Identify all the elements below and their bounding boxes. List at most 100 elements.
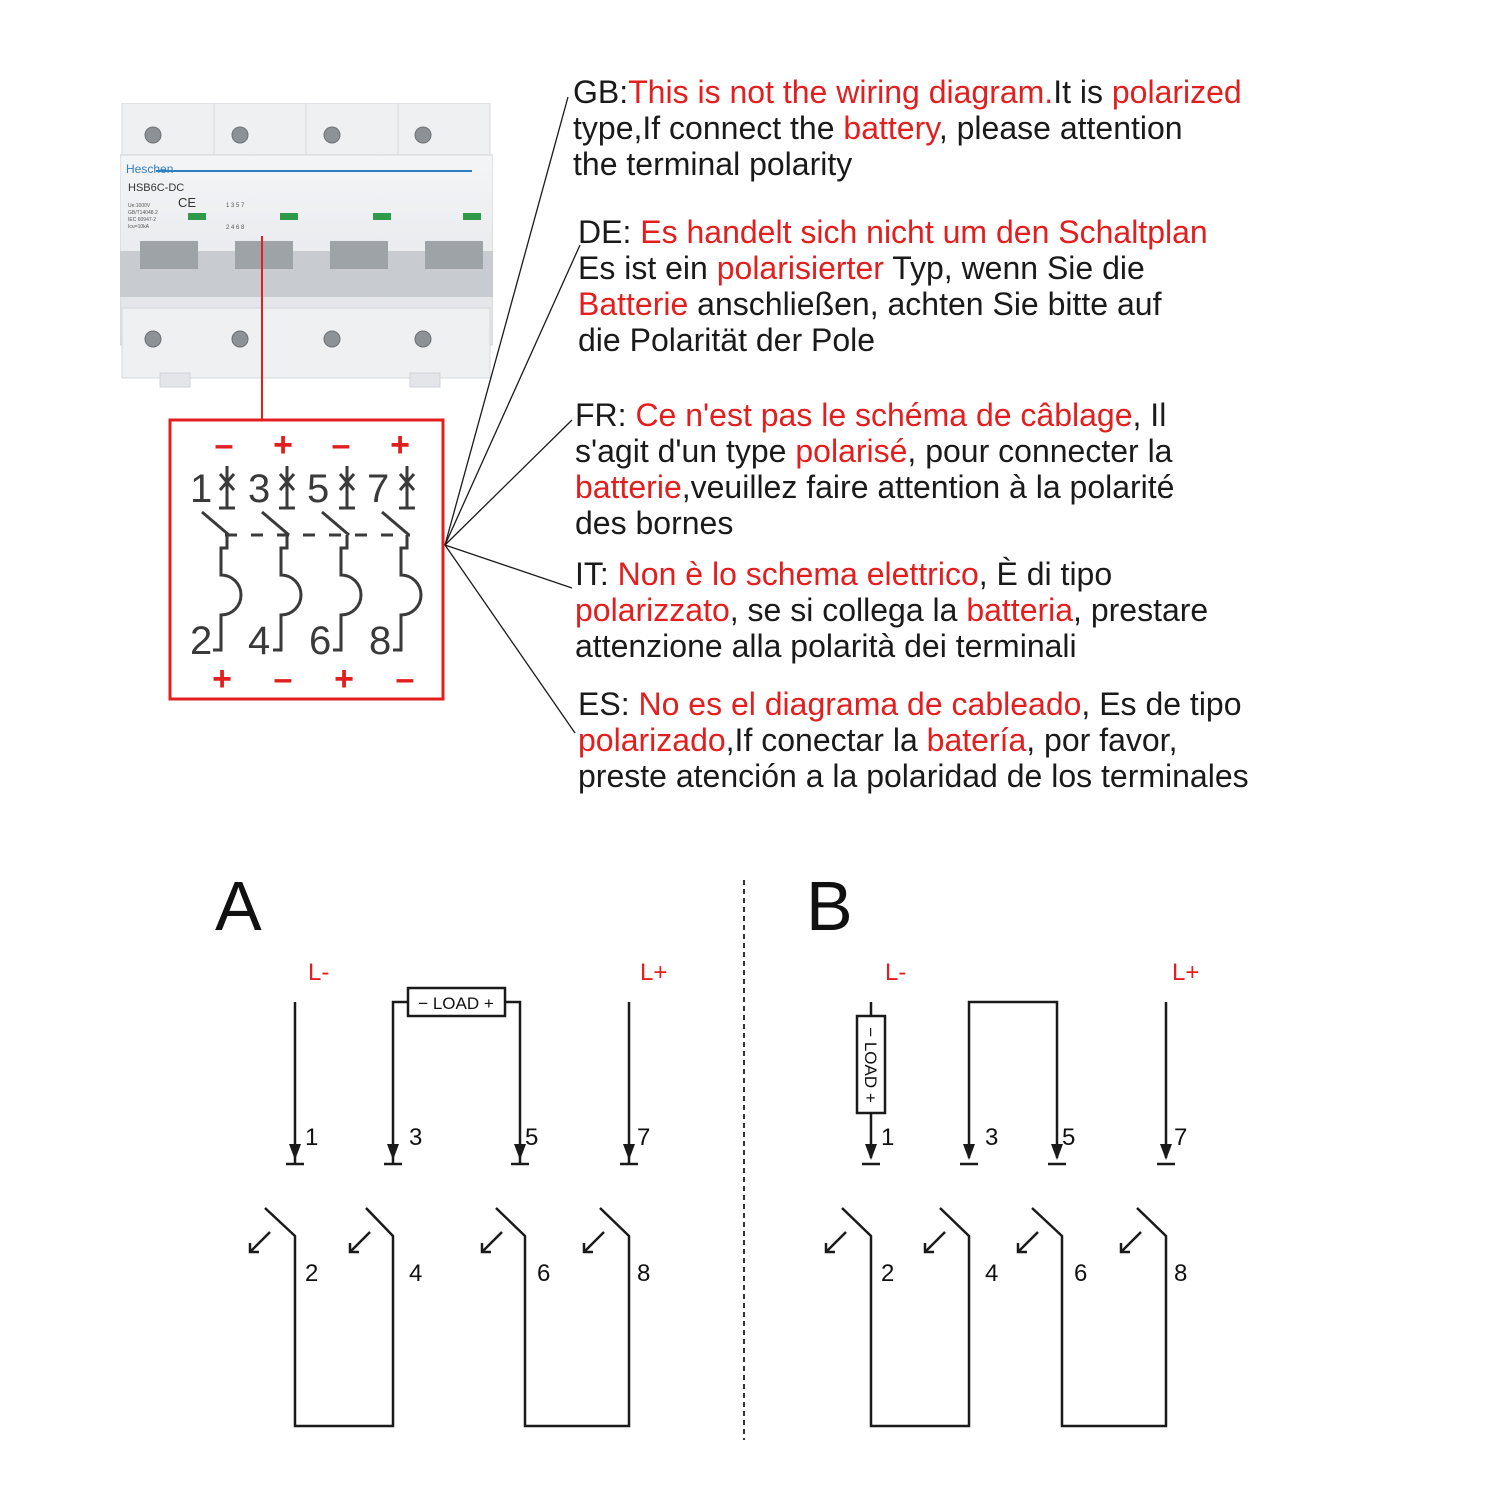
symbol-terminal-6: 6 (309, 619, 331, 663)
diagram-b-terminal-7: 7 (1174, 1124, 1187, 1151)
text-run: GB: (573, 74, 629, 110)
text-run: It is (1053, 74, 1112, 110)
breaker-model: HSB6C-DC (128, 182, 184, 194)
text-run: , Il (1132, 397, 1167, 433)
text-run: , se si collega la (729, 592, 967, 628)
text-run: Typ, wenn Sie die (883, 250, 1145, 286)
polarity-top-1: – (215, 426, 234, 464)
text-run: ES: (578, 686, 639, 722)
diagram-a-terminal-6: 6 (537, 1260, 550, 1287)
diagram-b-terminal-6: 6 (1074, 1260, 1087, 1287)
symbol-terminal-1: 1 (190, 467, 212, 511)
note-de: DE: Es handelt sich nicht um den Schaltp… (578, 214, 1208, 358)
breaker-ce-mark: CE (178, 195, 196, 210)
polarity-top-3: + (273, 426, 293, 464)
text-run: , È di tipo (978, 556, 1113, 592)
text-run: die Polarität der Pole (578, 322, 876, 358)
note-de-line-2: Es ist ein polarisierter Typ, wenn Sie d… (578, 250, 1208, 286)
diagram-b-neg: L- (885, 959, 906, 986)
polarity-bottom-8: – (396, 660, 415, 698)
text-run: ,If conectar la (725, 722, 927, 758)
diagram-a-terminal-5: 5 (525, 1124, 538, 1151)
note-fr-line-2: s'agit d'un type polarisé, pour connecte… (575, 433, 1174, 469)
diagram-b: B L- L+ − LOAD + 1 3 5 7 2 (806, 867, 1199, 1428)
diagram-a-terminal-2: 2 (305, 1260, 318, 1287)
text-run: Ce n'est pas le schéma de câblage (635, 397, 1133, 433)
text-run: batteria (966, 592, 1074, 628)
note-fr-line-4: des bornes (575, 505, 1174, 541)
note-es: ES: No es el diagrama de cableado, Es de… (578, 686, 1249, 794)
note-it: IT: Non è lo schema elettrico, È di tipo… (575, 556, 1208, 664)
text-run: , por favor, (1026, 722, 1178, 758)
text-run: polarizzato (575, 592, 730, 628)
breaker-label-top: 1 3 5 7 (226, 203, 245, 209)
text-run: attenzione alla polarità dei terminali (575, 628, 1077, 664)
text-run: type,If connect the (573, 110, 844, 146)
note-gb: GB:This is not the wiring diagram.It is … (573, 74, 1242, 182)
text-run: No es el diagrama de cableado (638, 686, 1082, 722)
breaker-spec-1: Ue:1000V (128, 203, 151, 209)
text-run: IT: (575, 556, 618, 592)
text-run: polarisierter (716, 250, 884, 286)
text-run: ,veuillez faire attention à la polarité (681, 469, 1175, 505)
text-run: , prestare (1073, 592, 1209, 628)
note-de-line-3: Batterie anschließen, achten Sie bitte a… (578, 286, 1208, 322)
diagram-b-terminal-2: 2 (881, 1260, 894, 1287)
note-fr-line-1: FR: Ce n'est pas le schéma de câblage, I… (575, 397, 1174, 433)
polarity-bottom-6: + (334, 660, 354, 698)
text-run: This is not the wiring diagram. (628, 74, 1054, 110)
note-gb-line-1: GB:This is not the wiring diagram.It is … (573, 74, 1242, 110)
diagram-b-terminal-5: 5 (1062, 1124, 1075, 1151)
text-run: batería (926, 722, 1027, 758)
diagram-b-terminal-1: 1 (881, 1124, 894, 1151)
breaker-spec-2: GB/T14048.2 (128, 210, 158, 216)
text-run: batterie (575, 469, 682, 505)
text-run: , pour connecter la (907, 433, 1173, 469)
text-run: FR: (575, 397, 636, 433)
note-es-line-1: ES: No es el diagrama de cableado, Es de… (578, 686, 1249, 722)
polarity-bottom-2: + (212, 660, 232, 698)
symbol-terminal-7: 7 (367, 467, 389, 511)
note-fr: FR: Ce n'est pas le schéma de câblage, I… (575, 397, 1174, 541)
note-fr-line-3: batterie,veuillez faire attention à la p… (575, 469, 1174, 505)
diagram-b-terminal-8: 8 (1174, 1260, 1187, 1287)
text-run: polarizado (578, 722, 726, 758)
breaker-spec-4: Icu=10kA (128, 224, 150, 230)
text-run: s'agit d'un type (575, 433, 796, 469)
text-run: Non è lo schema elettrico (617, 556, 979, 592)
breaker-label-bottom: 2 4 6 8 (226, 225, 245, 231)
text-run: , Es de tipo (1081, 686, 1242, 722)
note-it-line-3: attenzione alla polarità dei terminali (575, 628, 1208, 664)
diagram-a-pos: L+ (640, 959, 667, 986)
polarity-bottom-4: – (274, 660, 293, 698)
note-gb-line-3: the terminal polarity (573, 146, 1242, 182)
diagram-a-terminal-3: 3 (409, 1124, 422, 1151)
note-it-line-1: IT: Non è lo schema elettrico, È di tipo (575, 556, 1208, 592)
diagram-a-terminal-7: 7 (637, 1124, 650, 1151)
symbol-terminal-2: 2 (190, 619, 212, 663)
text-run: the terminal polarity (573, 146, 853, 182)
diagram-a-terminal-8: 8 (637, 1260, 650, 1287)
diagram-a-terminal-4: 4 (409, 1260, 422, 1287)
diagram-b-terminal-4: 4 (985, 1260, 998, 1287)
text-run: polarized (1111, 74, 1242, 110)
diagram-a-load: − LOAD + (418, 994, 494, 1013)
text-run: DE: (578, 214, 641, 250)
symbol-terminal-3: 3 (248, 467, 270, 511)
text-run: Batterie (578, 286, 689, 322)
polarity-top-7: + (390, 426, 410, 464)
note-de-line-4: die Polarität der Pole (578, 322, 1208, 358)
note-it-line-2: polarizzato, se si collega la batteria, … (575, 592, 1208, 628)
symbol-terminal-4: 4 (248, 619, 270, 663)
diagram-b-pos: L+ (1172, 959, 1199, 986)
diagram-a-label: A (215, 867, 262, 945)
text-run: preste atención a la polaridad de los te… (578, 758, 1249, 794)
note-de-line-1: DE: Es handelt sich nicht um den Schaltp… (578, 214, 1208, 250)
symbol-terminal-5: 5 (307, 467, 329, 511)
note-es-line-2: polarizado,If conectar la batería, por f… (578, 722, 1249, 758)
diagram-b-label: B (806, 867, 853, 945)
text-run: polarisé (795, 433, 908, 469)
text-run: , please attention (938, 110, 1183, 146)
symbol-terminal-8: 8 (369, 619, 391, 663)
